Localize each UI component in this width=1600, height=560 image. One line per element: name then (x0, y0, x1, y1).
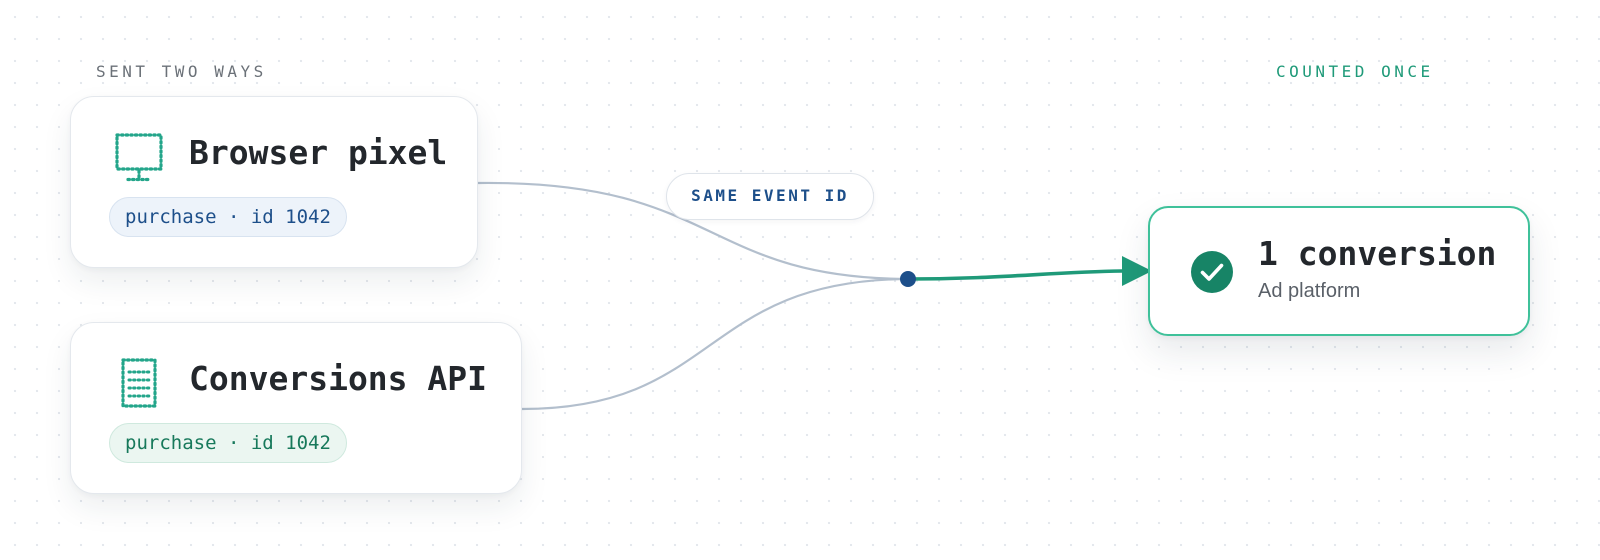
browser-pixel-card: Browser pixel purchase · id 1042 (70, 96, 478, 268)
arrow-head-icon (1122, 256, 1152, 286)
api-event-chip: purchase · id 1042 (109, 423, 347, 463)
monitor-icon (113, 131, 165, 183)
sent-two-ways-label: SENT TWO WAYS (96, 62, 267, 81)
merge-dot (900, 271, 916, 287)
server-icon (113, 357, 165, 409)
browser-pixel-title: Browser pixel (189, 133, 448, 172)
browser-connector (477, 181, 909, 281)
same-event-id-pill: SAME EVENT ID (666, 173, 874, 220)
ad-platform-label: Ad platform (1258, 280, 1361, 302)
check-circle-icon (1190, 250, 1234, 294)
conversions-api-title: Conversions API (189, 359, 488, 398)
conversion-result-card: 1 conversion Ad platform (1148, 206, 1530, 336)
conversions-api-card: Conversions API purchase · id 1042 (70, 322, 522, 494)
browser-event-chip: purchase · id 1042 (109, 197, 347, 237)
counted-once-label: COUNTED ONCE (1276, 62, 1434, 81)
api-connector (521, 277, 909, 411)
conversion-count: 1 conversion (1258, 234, 1497, 273)
output-connector (907, 269, 1123, 281)
